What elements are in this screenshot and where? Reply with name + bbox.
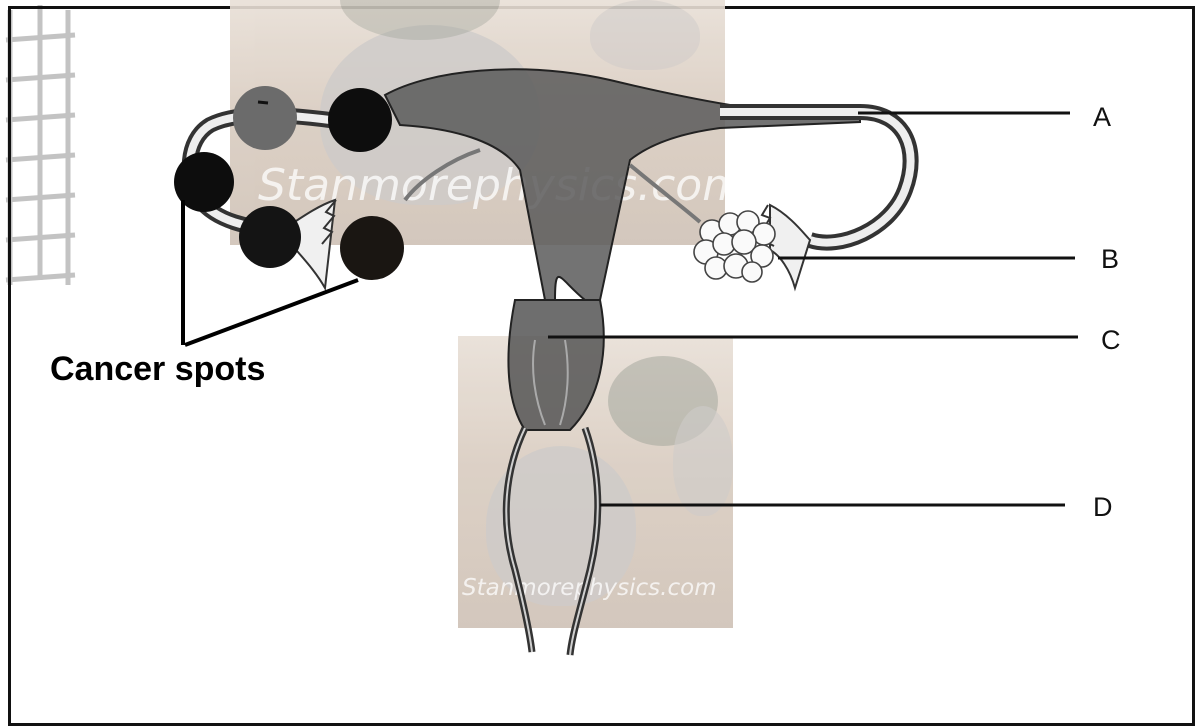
label-a: A	[1093, 102, 1111, 133]
cancer-spot	[239, 206, 301, 268]
ovarian-ligament-right	[630, 165, 700, 222]
cancer-pointer-line	[185, 280, 358, 345]
fimbriae-right	[770, 205, 810, 288]
cancer-spot	[233, 86, 297, 150]
vagina-wall-left	[506, 428, 532, 652]
cancer-spot-mark	[258, 102, 268, 103]
ovary-right	[694, 211, 775, 282]
label-c: C	[1101, 325, 1121, 356]
label-d: D	[1093, 492, 1113, 523]
cervix	[508, 300, 603, 430]
cancer-spots-label: Cancer spots	[50, 350, 265, 389]
label-b: B	[1101, 244, 1119, 275]
ovarian-ligament-left	[405, 150, 480, 200]
cancer-spot	[328, 88, 392, 152]
cancer-spot	[340, 216, 404, 280]
